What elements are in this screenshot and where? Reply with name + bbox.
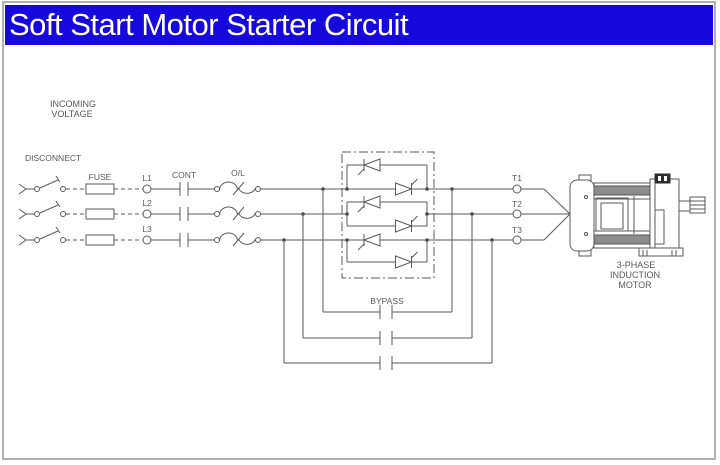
- motor-label-line2: INDUCTION: [610, 270, 660, 280]
- overload-label: O/L: [231, 168, 245, 178]
- incoming-voltage-label-line1: INCOMING: [50, 99, 96, 109]
- scr-block-outline: [341, 151, 435, 279]
- phase-2-input-chain: [18, 200, 261, 222]
- circuit-diagram: INCOMING VOLTAGE DISCONNECT FUSE CONT O/…: [18, 99, 706, 370]
- fuse-label: FUSE: [89, 172, 112, 182]
- scr-block: [341, 151, 435, 279]
- bypass-section: [283, 189, 493, 370]
- terminal-label-t3: T3: [512, 225, 522, 235]
- title-bar: Soft Start Motor Starter Circuit: [5, 5, 713, 45]
- line-label-l2: L2: [142, 198, 152, 208]
- scr-phase3-reverse: [357, 233, 381, 251]
- scr-phase2-forward: [395, 215, 418, 233]
- terminal-label-t2: T2: [512, 199, 522, 209]
- page-title: Soft Start Motor Starter Circuit: [9, 7, 409, 42]
- scr-phase2-reverse: [357, 195, 381, 213]
- motor-label-line1: 3-PHASE: [617, 260, 656, 270]
- scr-phase3-forward: [395, 251, 418, 269]
- motor-label-line3: MOTOR: [618, 280, 652, 290]
- scr-phase1-reverse: [357, 158, 381, 176]
- disconnect-label: DISCONNECT: [25, 153, 81, 163]
- bypass-label: BYPASS: [370, 296, 404, 306]
- phase-3-input-chain: [18, 226, 261, 248]
- scr-phase1-forward: [395, 178, 418, 196]
- motor-terminals: [512, 184, 571, 245]
- contactor-label: CONT: [172, 170, 196, 180]
- motor-drawing: [569, 173, 706, 257]
- line-label-l1: L1: [142, 173, 152, 183]
- phase-2-wire: [260, 201, 513, 227]
- phase-1-input-chain: [18, 175, 261, 197]
- phase-1-wire: [260, 164, 513, 190]
- incoming-voltage-label-line2: VOLTAGE: [51, 109, 92, 119]
- terminal-label-t1: T1: [512, 173, 522, 183]
- line-label-l3: L3: [142, 224, 152, 234]
- page-frame: Soft Start Motor Starter Circuit: [2, 1, 716, 460]
- phase-3-wire: [260, 239, 513, 263]
